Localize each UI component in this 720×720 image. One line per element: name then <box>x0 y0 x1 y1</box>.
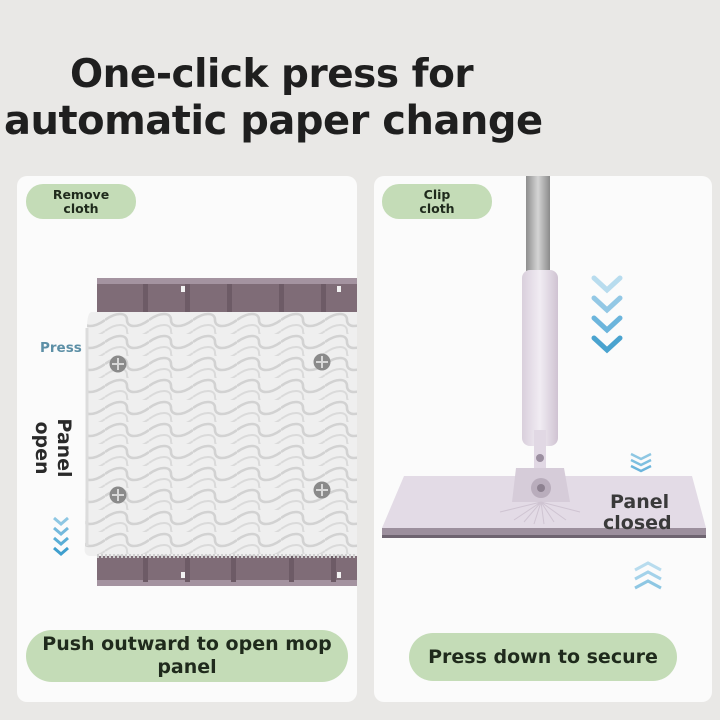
clip-cloth-tag: Clip cloth <box>382 184 492 219</box>
headline-line-1: One-click press for <box>70 52 474 97</box>
left-caption: Push outward to open mop panel <box>26 630 348 682</box>
chevron-up-icon <box>634 561 662 590</box>
left-caption-line-1: Push outward to open mop <box>42 633 332 655</box>
panel-closed-label: Panel closed <box>603 492 672 534</box>
headline-line-2: automatic paper change <box>4 98 543 144</box>
mop-head-open <box>84 278 357 586</box>
panel-open-label-line-1: Panel <box>53 418 75 478</box>
clip-cloth-tag-line-1: Clip <box>423 186 451 202</box>
left-panel: Remove cloth <box>17 176 357 702</box>
remove-cloth-tag-line-1: Remove <box>52 186 110 202</box>
chevron-down-icon <box>630 452 652 473</box>
right-caption: Press down to secure <box>409 633 677 681</box>
panel-closed-label-line-2: closed <box>603 512 672 534</box>
panel-open-label-line-2: open <box>31 421 53 475</box>
clip-cloth-tag-line-2: cloth <box>419 200 455 216</box>
right-panel: Clip cloth <box>374 176 712 702</box>
chevron-down-icon <box>53 516 69 556</box>
left-caption-line-2: panel <box>157 656 217 678</box>
chevron-down-icon <box>591 275 623 354</box>
panel-closed-label-line-1: Panel <box>610 491 670 513</box>
remove-cloth-tag: Remove cloth <box>26 184 136 219</box>
flat-mop <box>382 176 706 538</box>
press-label: Press <box>40 340 82 356</box>
remove-cloth-tag-line-2: cloth <box>63 200 99 216</box>
panel-open-label: Panel open <box>31 398 75 498</box>
